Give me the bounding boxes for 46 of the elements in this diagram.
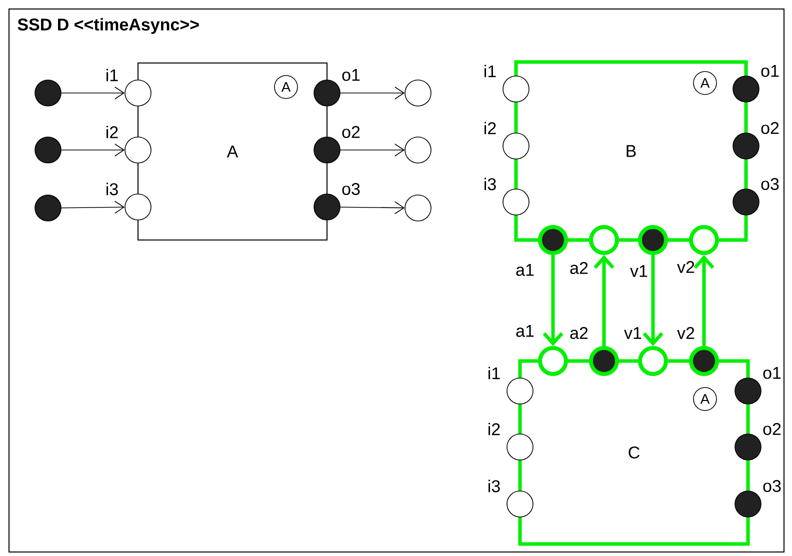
port-label: v2 [677, 327, 694, 339]
port-label: i3 [488, 480, 500, 492]
arrow [542, 255, 564, 346]
port-circle [34, 136, 62, 164]
port-label: i2 [488, 422, 500, 436]
port-label: a2 [570, 326, 588, 340]
port-label: o3 [761, 178, 779, 190]
port-label: v2 [677, 261, 694, 273]
arrow [340, 201, 405, 214]
port-circle [404, 80, 432, 106]
circled-letter: A [693, 71, 717, 95]
arrow [61, 86, 125, 100]
port-label: v1 [624, 327, 642, 339]
port-label: o3 [342, 182, 360, 196]
port-label: o2 [761, 122, 779, 134]
port-label: i3 [106, 182, 118, 196]
port-label: i1 [488, 366, 500, 380]
arrow [340, 86, 405, 100]
port-circle [404, 136, 432, 164]
port-label: o2 [342, 126, 360, 138]
port-label: i2 [106, 126, 118, 138]
port-label: i2 [484, 122, 496, 134]
circled-letter: A [693, 387, 717, 411]
port-label: v1 [630, 265, 648, 277]
arrow [642, 255, 664, 346]
diagram-title: SSD D <<timeAsync>> [18, 18, 199, 34]
arrow [594, 255, 614, 346]
port-label: a1 [516, 264, 534, 276]
port-label: i3 [484, 178, 496, 190]
arrow [61, 200, 125, 214]
port-label: i1 [106, 68, 118, 82]
arrow [340, 144, 405, 156]
port-label: a2 [570, 262, 588, 274]
port-circle [34, 194, 62, 222]
port-circle [404, 194, 432, 222]
arrow [694, 255, 714, 346]
port-label: o2 [763, 422, 781, 436]
port-label: o3 [763, 480, 781, 492]
arrow [61, 144, 125, 156]
port-label: o1 [342, 69, 360, 81]
circled-letter: A [274, 75, 298, 99]
port-label: o1 [763, 367, 781, 379]
port-label: o1 [761, 65, 779, 77]
port-circle [34, 80, 62, 106]
port-label: i1 [484, 64, 496, 78]
port-label: a1 [516, 325, 534, 337]
